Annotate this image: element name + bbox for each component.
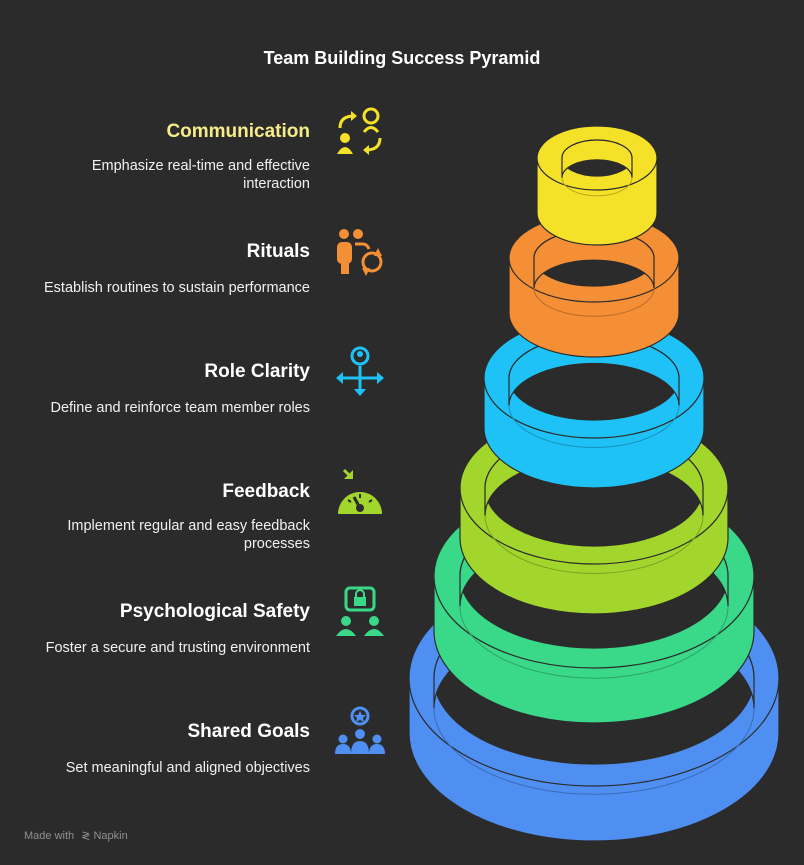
desc-line-1: Emphasize real-time and effective	[91, 158, 310, 174]
level-heading: Psychological Safety	[119, 601, 310, 622]
page-title: Team Building Success Pyramid	[263, 48, 541, 68]
level-heading: Communication	[166, 121, 310, 142]
level-role-clarity: Role Clarity Define and reinforce team m…	[0, 361, 310, 417]
desc-line-2: processes	[243, 536, 310, 552]
desc-line-1: Set meaningful and aligned objectives	[65, 760, 310, 776]
desc-line-1: Implement regular and easy feedback	[67, 518, 310, 534]
desc-line-1: Establish routines to sustain performanc…	[44, 280, 310, 296]
desc-line-1: Foster a secure and trusting environment	[45, 640, 310, 656]
level-description: Establish routines to sustain performanc…	[0, 279, 310, 297]
level-feedback: Feedback Implement regular and easy feed…	[0, 481, 310, 553]
level-description: Emphasize real-time and effective intera…	[0, 157, 310, 193]
level-description: Implement regular and easy feedback proc…	[0, 517, 310, 553]
made-with-label: Made with	[24, 830, 75, 842]
ring-role-clarity	[483, 317, 705, 489]
level-shared-goals: Shared Goals Set meaningful and aligned …	[0, 721, 310, 777]
level-heading: Rituals	[246, 241, 310, 262]
gauge-icon	[338, 468, 382, 514]
level-rituals: Rituals Establish routines to sustain pe…	[0, 241, 310, 297]
person-directions-icon	[336, 346, 384, 396]
communication-cycle-icon	[337, 107, 382, 155]
team-goal-icon	[335, 706, 385, 754]
level-heading: Feedback	[222, 481, 310, 502]
desc-line-1: Define and reinforce team member roles	[50, 400, 310, 416]
level-description: Set meaningful and aligned objectives	[0, 759, 310, 777]
people-refresh-icon	[337, 229, 383, 276]
napkin-icon: ≷	[81, 830, 91, 842]
level-heading: Role Clarity	[204, 361, 310, 382]
ring-communication	[536, 125, 658, 246]
level-psychological-safety: Psychological Safety Foster a secure and…	[0, 601, 310, 657]
made-with-napkin: Made with ≷ Napkin	[24, 829, 128, 842]
brand-name: Napkin	[93, 830, 128, 842]
desc-line-2: interaction	[243, 176, 310, 192]
level-description: Foster a secure and trusting environment	[0, 639, 310, 657]
level-communication: Communication Emphasize real-time and ef…	[0, 121, 310, 193]
level-description: Define and reinforce team member roles	[0, 399, 310, 417]
level-heading: Shared Goals	[187, 721, 311, 742]
lock-people-icon	[336, 586, 384, 636]
